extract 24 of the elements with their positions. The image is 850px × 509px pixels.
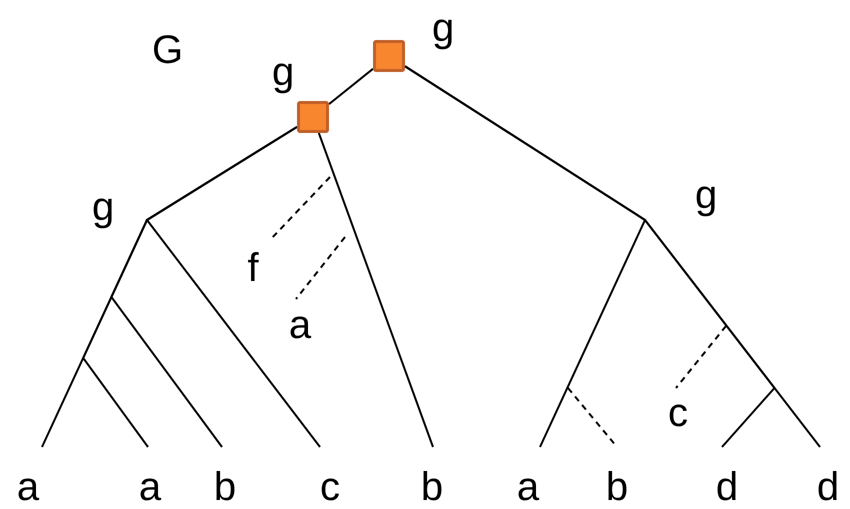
tree-branch	[318, 132, 434, 448]
square-marker	[373, 40, 405, 72]
leaf-label: c	[660, 388, 696, 433]
square-marker	[297, 101, 329, 133]
node-label: g	[695, 175, 718, 215]
leaf-label: b	[597, 447, 637, 507]
leaf-label: a	[8, 447, 48, 507]
node-label: g	[432, 8, 454, 48]
leaf-label: a	[282, 299, 318, 345]
tree-branch	[328, 68, 374, 105]
dashed-branch	[295, 236, 346, 300]
leaf-label: d	[808, 447, 848, 507]
dashed-branch	[675, 325, 727, 389]
leaf-label: f	[236, 240, 270, 288]
tree-name: G	[152, 30, 184, 70]
tree-branch	[146, 126, 321, 448]
leaf-label: c	[310, 447, 350, 507]
leaf-label: a	[130, 447, 170, 507]
leaf-label: b	[205, 447, 245, 507]
leaf-label: d	[707, 447, 747, 507]
leaf-label: b	[412, 447, 452, 507]
node-label: g	[92, 187, 114, 227]
node-label: g	[272, 52, 294, 92]
leaf-label: a	[508, 447, 548, 507]
